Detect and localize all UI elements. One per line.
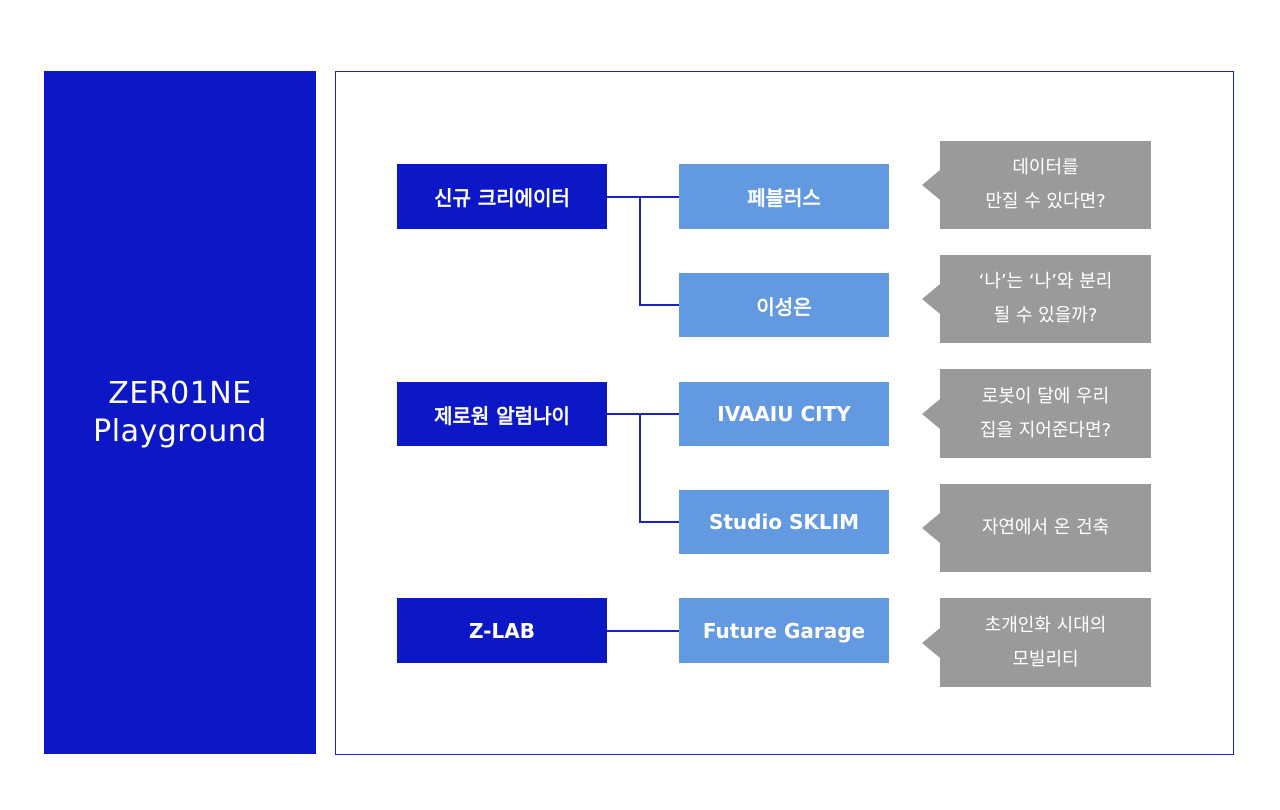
callout-note: 데이터를 만질 수 있다면? bbox=[922, 141, 1151, 229]
group-zlab: Z-LAB bbox=[397, 598, 607, 663]
callout-note: 자연에서 온 건축 bbox=[922, 484, 1151, 572]
callout-note: 초개인화 시대의 모빌리티 bbox=[922, 598, 1151, 687]
brand-logo: ZER01NE Playground bbox=[93, 375, 267, 451]
connector bbox=[607, 630, 679, 632]
diagram-frame bbox=[335, 71, 1234, 755]
callout-note: ‘나’는 ‘나’와 분리 될 수 있을까? bbox=[922, 255, 1151, 343]
connector bbox=[639, 304, 679, 306]
connector bbox=[607, 413, 679, 415]
group-new-creator: 신규 크리에이터 bbox=[397, 164, 607, 229]
creator-future-garage: Future Garage bbox=[679, 598, 889, 663]
brand-panel: ZER01NE Playground bbox=[44, 71, 316, 754]
callout-note: 로봇이 달에 우리 집을 지어준다면? bbox=[922, 369, 1151, 458]
connector bbox=[639, 521, 679, 523]
creator-studio-sklim: Studio SKLIM bbox=[679, 490, 889, 554]
brand-line1: ZER01NE bbox=[108, 375, 252, 411]
creator-pebblous: 페블러스 bbox=[679, 164, 889, 229]
creator-ivaaiu-city: IVAAIU CITY bbox=[679, 382, 889, 446]
connector bbox=[639, 196, 641, 306]
creator-lee-sungeun: 이성은 bbox=[679, 273, 889, 337]
connector bbox=[607, 196, 679, 198]
connector bbox=[639, 413, 641, 523]
brand-line2: Playground bbox=[93, 413, 267, 449]
group-alumni: 제로원 알럼나이 bbox=[397, 382, 607, 446]
